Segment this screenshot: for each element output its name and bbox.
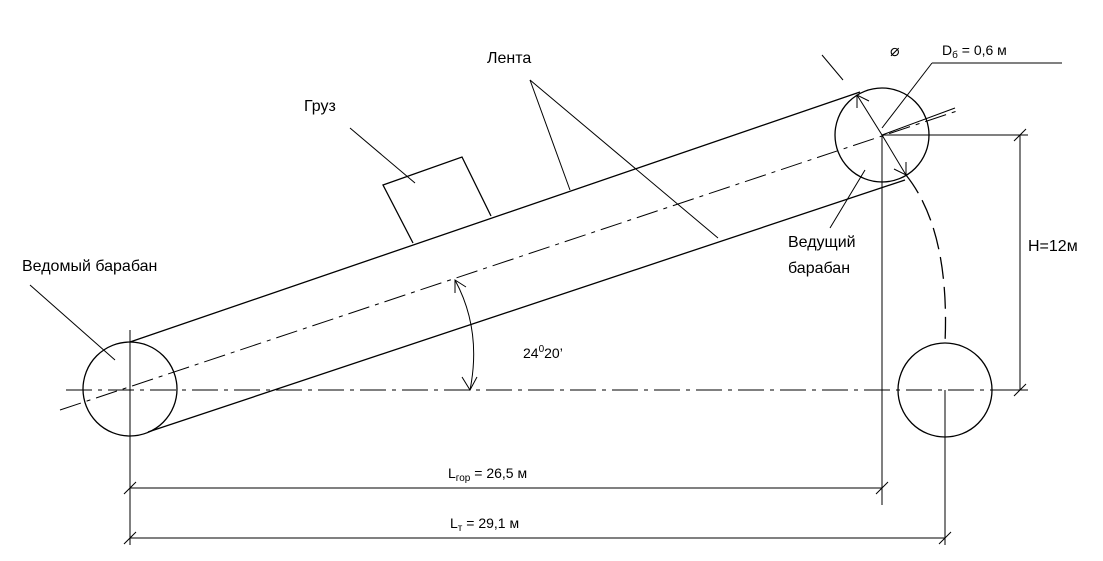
l-gor-tick-right (875, 481, 889, 495)
drum-d-sub: б (952, 49, 958, 61)
label-vedushchy-line2: барабан (788, 260, 850, 277)
drum-tick-mark (821, 54, 844, 81)
l-gor-tick-left (123, 481, 137, 495)
angle-arrow-bottom (461, 376, 478, 392)
vedushchy-leader (829, 169, 866, 229)
drum-horizontal-ref (881, 107, 956, 136)
lenta-leader-1 (529, 79, 571, 191)
l-gor-main: L (448, 465, 456, 481)
drum-arrow-head-down (893, 162, 907, 176)
drum-arrow-head-up (856, 94, 870, 108)
drum-diameter-line-down (881, 134, 907, 176)
gruz-leader (349, 127, 416, 184)
drum-d-main: D (942, 42, 952, 58)
h-tick-bottom (1013, 383, 1027, 397)
angle-arc (454, 279, 475, 391)
label-vedomy-baraban: Ведомый барабан (22, 258, 157, 275)
drum-d-value: = 0,6 м (958, 42, 1007, 58)
label-l-gor: Lгор = 26,5 м (448, 465, 527, 484)
angle-arrow-top (454, 279, 467, 293)
label-gruz: Груз (304, 98, 336, 115)
belt-top (129, 91, 861, 343)
diameter-symbol-icon: ⌀ (890, 43, 900, 60)
l-t-tick-left (123, 531, 137, 545)
label-vedushchy-line1: Ведущий (788, 234, 856, 251)
l-t-main: L (450, 515, 458, 531)
angle-degree-sup: 0 (539, 344, 545, 355)
drum-d-leader (881, 62, 933, 129)
label-angle: 24020’ (523, 344, 563, 361)
l-gor-value: = 26,5 м (470, 465, 527, 481)
label-drum-diameter: Dб = 0,6 м (942, 42, 1007, 61)
l-t-tick-right (938, 531, 952, 545)
belt-bottom (147, 179, 906, 433)
angle-minutes: 20’ (544, 345, 563, 361)
angle-degrees: 24 (523, 345, 539, 361)
drum-diameter-line-up (856, 94, 883, 136)
conveyor-centerline (59, 109, 961, 411)
label-height: H=12м (1028, 238, 1078, 255)
label-lenta: Лента (487, 50, 531, 67)
lenta-leader-2 (529, 79, 719, 239)
return-belt-arc (905, 174, 947, 344)
h-tick-top (1013, 128, 1027, 142)
l-t-sub: т (458, 523, 463, 534)
load-box (382, 156, 492, 244)
vedomy-leader (29, 284, 116, 361)
l-t-value: = 29,1 м (462, 515, 519, 531)
l-gor-sub: гор (456, 473, 471, 484)
label-l-t: Lт = 29,1 м (450, 515, 519, 534)
